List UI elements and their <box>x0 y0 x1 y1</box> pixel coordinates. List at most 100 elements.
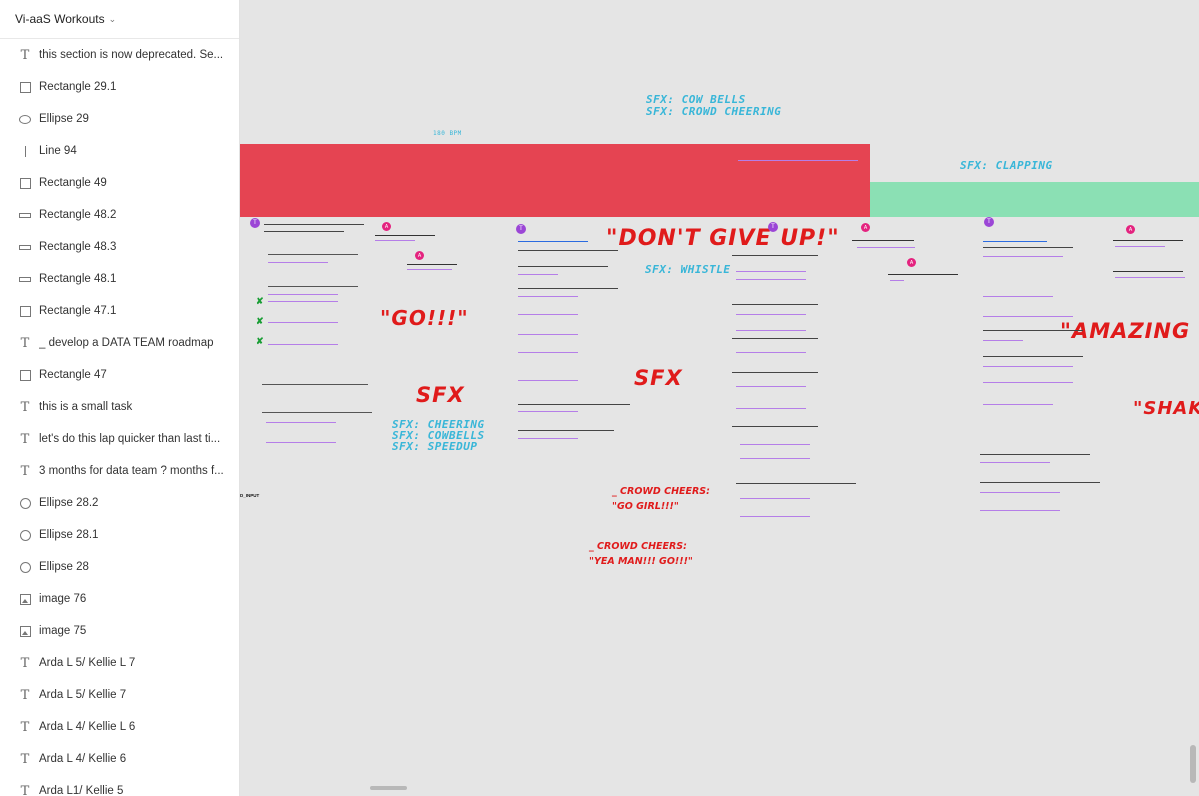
sfx-whistle-label[interactable]: SFX: WHISTLE <box>645 263 731 276</box>
layer-item[interactable]: Rectangle 47.1 <box>0 295 239 327</box>
layer-item[interactable]: Rectangle 29.1 <box>0 71 239 103</box>
shak-text[interactable]: "SHAK <box>1133 398 1199 419</box>
text-layer-icon: T <box>20 687 30 703</box>
avatar-a-3: A <box>861 223 870 232</box>
layer-label: Arda L1/ Kellie 5 <box>39 785 124 796</box>
layer-label: let's do this lap quicker than last ti..… <box>39 433 221 445</box>
text-layer-icon: T <box>20 751 30 767</box>
layer-item[interactable]: Rectangle 48.2 <box>0 199 239 231</box>
script-column-4[interactable]: T <box>980 214 1110 524</box>
go-text[interactable]: "GO!!!" <box>380 306 469 330</box>
dont-give-up-text[interactable]: "DON'T GIVE UP!" <box>606 226 840 251</box>
layer-item[interactable]: Rectangle 47 <box>0 359 239 391</box>
bpm-label[interactable]: 180 BPM <box>433 130 462 137</box>
amazing-text[interactable]: "AMAZING <box>1060 319 1191 343</box>
crowd-cheers-note-1[interactable]: _ CROWD CHEERS: "GO GIRL!!!" <box>612 484 710 514</box>
crowd-cheers-quote: "YEA MAN!!! GO!!!" <box>589 556 693 567</box>
layer-item[interactable]: Ellipse 28 <box>0 551 239 583</box>
layer-item[interactable]: image 75 <box>0 615 239 647</box>
check-icon: ✘ <box>256 336 264 346</box>
crowd-cheers-note-2[interactable]: _ CROWD CHEERS: "YEA MAN!!! GO!!!" <box>589 539 693 569</box>
crowd-cheers-heading: _ CROWD CHEERS: <box>589 541 687 552</box>
sfx-cheering-label[interactable]: SFX: CHEERING <box>392 418 485 431</box>
layer-label: Rectangle 48.1 <box>39 273 117 285</box>
node-icon: T <box>516 224 526 234</box>
rectangle-layer-icon <box>16 305 34 317</box>
node-icon: T <box>768 222 778 232</box>
avatar-a-4: A <box>907 258 916 267</box>
script-column-2[interactable]: T <box>516 218 636 458</box>
horizontal-scrollbar[interactable] <box>370 786 407 790</box>
node-icon: T <box>250 218 260 228</box>
file-title-dropdown[interactable]: Vi-aaS Workouts ⌄ <box>0 0 239 39</box>
script-column-1[interactable]: T ✘ ✘ ✘ <box>250 218 382 458</box>
layer-label: Ellipse 28.1 <box>39 529 99 541</box>
sfx-speedup-label[interactable]: SFX: SPEEDUP <box>392 440 478 453</box>
sfx-cowbells2-label[interactable]: SFX: COWBELLS <box>392 429 485 442</box>
layer-label: Rectangle 47 <box>39 369 107 381</box>
layer-label: Arda L 5/ Kellie L 7 <box>39 657 136 669</box>
layer-label: image 76 <box>39 593 87 605</box>
layer-label: Ellipse 29 <box>39 113 89 125</box>
rectangle-layer-icon <box>16 177 34 189</box>
rectangle-thin-layer-icon <box>16 276 34 282</box>
script-column-3[interactable]: T <box>732 218 862 528</box>
avatar-a-2: A <box>415 251 424 260</box>
image-layer-icon <box>16 593 34 605</box>
layer-item[interactable]: T Arda L 5/ Kellie L 7 <box>0 647 239 679</box>
red-block[interactable] <box>240 144 870 217</box>
chevron-down-icon: ⌄ <box>108 13 117 24</box>
layer-label: _ develop a DATA TEAM roadmap <box>39 337 214 349</box>
crowd-cheers-heading: _ CROWD CHEERS: <box>612 486 710 497</box>
sfx-crowd-label[interactable]: SFX: CROWD CHEERING <box>646 105 782 118</box>
text-layer-icon: T <box>20 719 30 735</box>
layer-label: Rectangle 29.1 <box>39 81 117 93</box>
rectangle-thin-layer-icon <box>16 244 34 250</box>
circle-layer-icon <box>16 561 34 573</box>
circle-layer-icon <box>16 529 34 541</box>
text-layer-icon: T <box>20 431 30 447</box>
avatar-a-5: A <box>1126 225 1135 234</box>
layer-label: Arda L 4/ Kellie 6 <box>39 753 127 765</box>
file-title: Vi-aaS Workouts <box>15 12 105 26</box>
design-canvas[interactable]: 180 BPM SFX: COW BELLS SFX: CROWD CHEERI… <box>240 0 1199 796</box>
layer-item[interactable]: Ellipse 28.1 <box>0 519 239 551</box>
layer-item[interactable]: Rectangle 48.3 <box>0 231 239 263</box>
layer-label: Ellipse 28.2 <box>39 497 99 509</box>
line-layer-icon <box>16 145 34 157</box>
sfx-clapping-label[interactable]: SFX: CLAPPING <box>960 159 1053 172</box>
layer-item[interactable]: Ellipse 29 <box>0 103 239 135</box>
sfx-big-text-1[interactable]: SFX <box>416 383 465 407</box>
layer-item[interactable]: image 76 <box>0 583 239 615</box>
text-layer-icon: T <box>20 335 30 351</box>
text-layer-icon: T <box>20 463 30 479</box>
layer-label: Rectangle 48.2 <box>39 209 117 221</box>
layer-label: this is a small task <box>39 401 133 413</box>
layer-item[interactable]: T Arda L 5/ Kellie 7 <box>0 679 239 711</box>
text-layer-icon: T <box>20 655 30 671</box>
layer-label: Arda L 5/ Kellie 7 <box>39 689 127 701</box>
layer-item[interactable]: Rectangle 49 <box>0 167 239 199</box>
layer-item[interactable]: T Arda L 4/ Kellie 6 <box>0 743 239 775</box>
layer-item[interactable]: Rectangle 48.1 <box>0 263 239 295</box>
layer-item[interactable]: Ellipse 28.2 <box>0 487 239 519</box>
sfx-cowbells-label[interactable]: SFX: COW BELLS <box>646 93 746 106</box>
layer-label: Rectangle 48.3 <box>39 241 117 253</box>
vertical-scrollbar[interactable] <box>1190 745 1196 783</box>
layer-item[interactable]: T _ develop a DATA TEAM roadmap <box>0 327 239 359</box>
sfx-big-text-2[interactable]: SFX <box>634 366 683 390</box>
layer-label: Line 94 <box>39 145 77 157</box>
layer-item[interactable]: Line 94 <box>0 135 239 167</box>
rectangle-layer-icon <box>16 81 34 93</box>
rectangle-thin-layer-icon <box>16 212 34 218</box>
ellipse-layer-icon <box>16 114 34 124</box>
green-block[interactable] <box>870 182 1199 217</box>
